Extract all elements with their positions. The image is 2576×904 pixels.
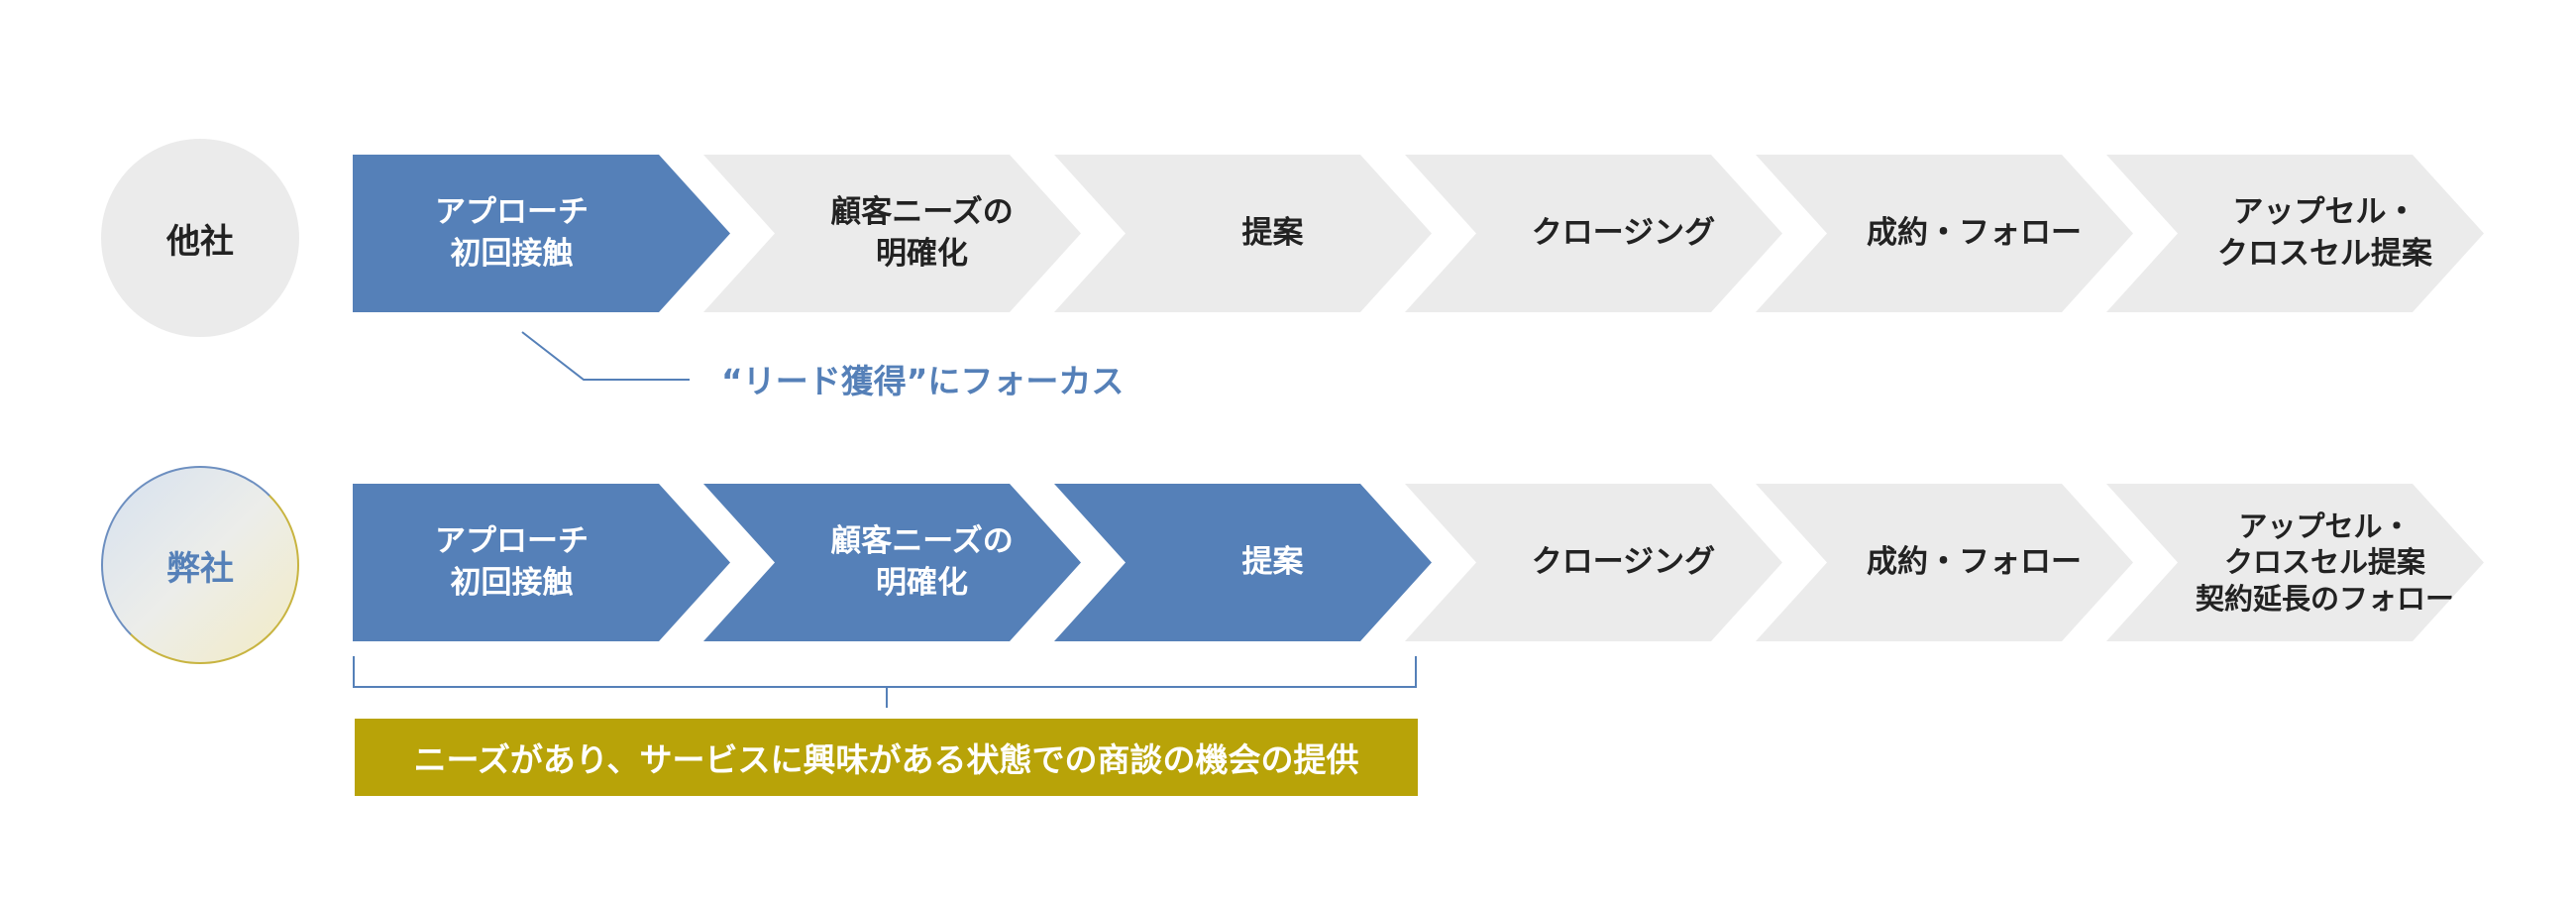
step-approach: アプローチ 初回接触 <box>353 484 730 641</box>
our-company-label: 弊社 <box>101 466 299 664</box>
other-company-label: 他社 <box>101 139 299 337</box>
scope-bracket <box>353 656 1417 688</box>
lead-focus-note: “リード獲得”にフォーカス <box>721 362 1125 400</box>
bracket-stub <box>886 688 888 708</box>
value-proposition-banner: ニーズがあり、サービスに興味がある状態での商談の機会の提供 <box>355 719 1418 796</box>
step-approach: アプローチ 初回接触 <box>353 155 730 312</box>
